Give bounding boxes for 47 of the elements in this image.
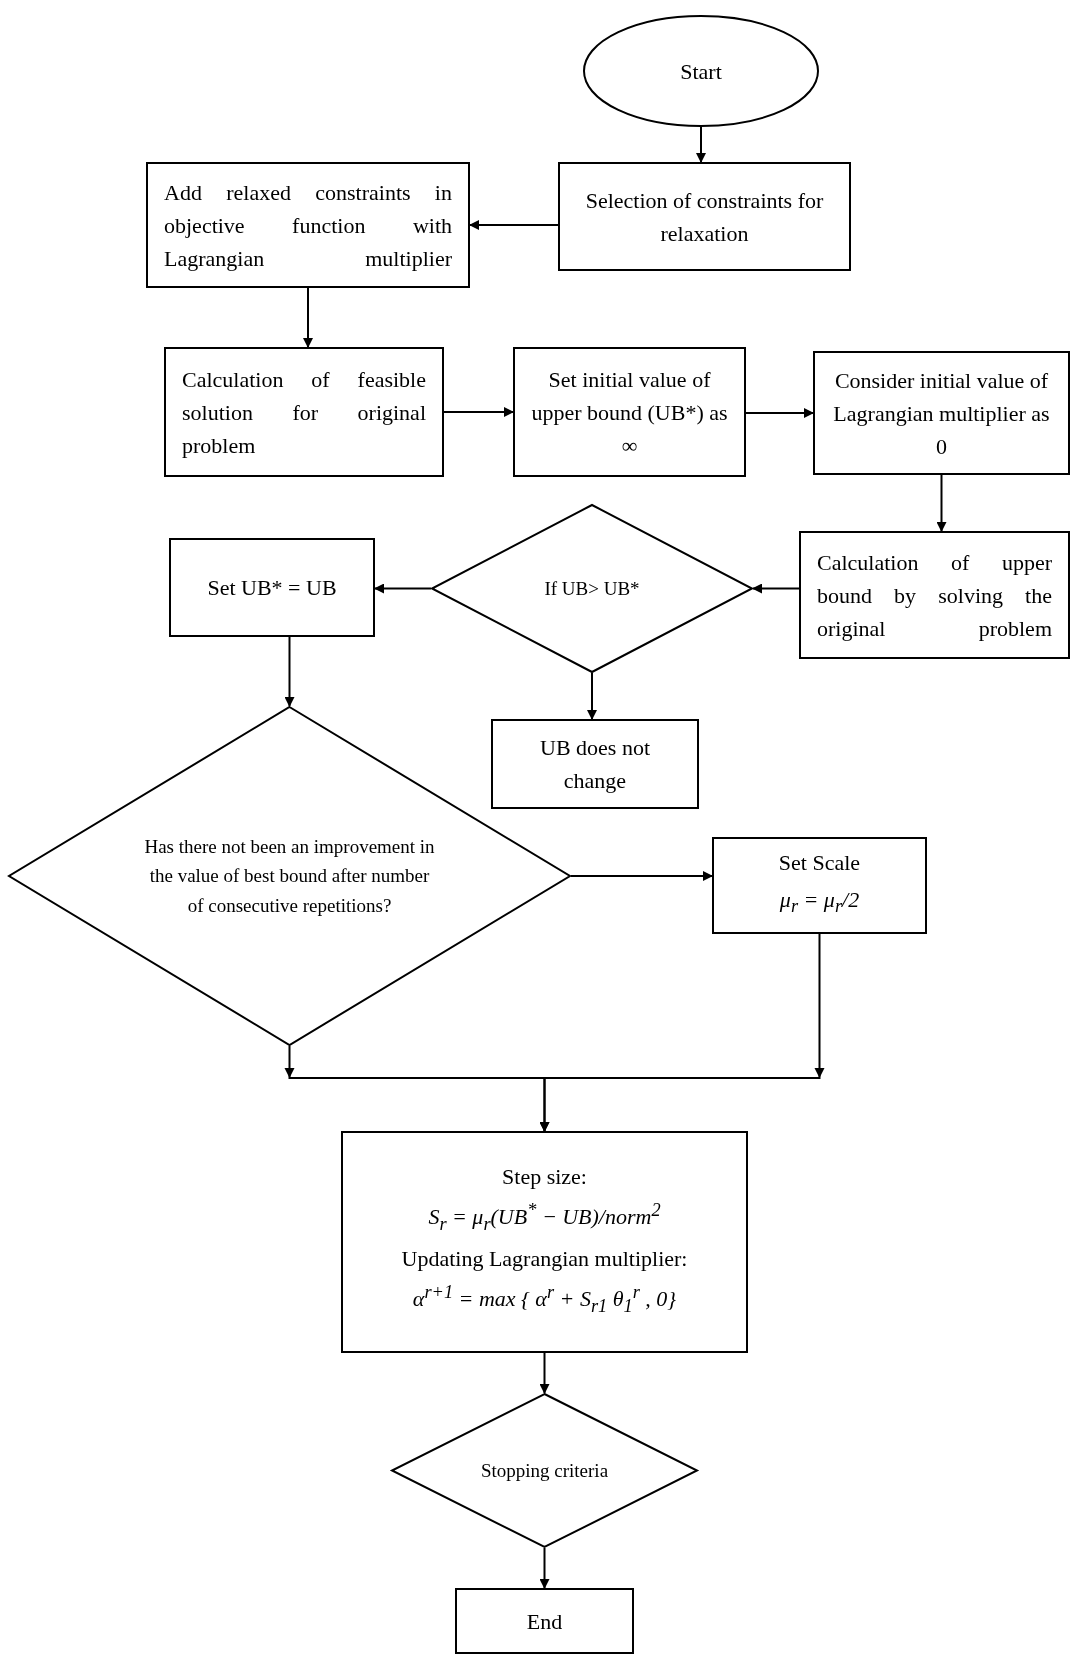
arrow [745,408,814,418]
arrow [539,1547,550,1589]
process-box [813,351,1070,475]
arrow [539,933,821,1132]
arrow [936,474,947,532]
arrow [284,636,295,707]
arrow [469,220,559,230]
node-text: Consider initial value of Lagrangian multiplier as 0 [832,366,1051,461]
process-box [341,1131,748,1353]
decision-diamond [391,1393,698,1548]
process-box [491,719,699,809]
arrow [443,407,514,417]
node-text: Stopping criteria [479,1458,610,1483]
arrow [570,871,713,881]
node-text: Start [679,57,723,86]
process-box [169,538,375,637]
node-text: Set initial value of upper bound (UB*) as ∞ [531,365,728,460]
formula-text: μ$_{r}$ = μ$_{r}$/2 [778,886,861,919]
node-text: Has there not been an improvement in the value of best bound after number of consecutive repetitions? [143,834,436,918]
arrow [696,126,706,163]
process-box [164,347,444,477]
node-text: If UB> UB* [543,576,641,601]
node-text: UB does not change [539,734,651,795]
process-box [712,837,927,934]
arrow [374,583,432,594]
node-text: End [525,1607,564,1636]
process-box [455,1588,634,1654]
formula-text: S$_{r}$ = μ$_{r}$(UB$^{*}$ − UB)/norm$^{2}$ [427,1198,662,1236]
node-text: Updating Lagrangian multiplier: [400,1245,689,1273]
node-text: Selection of constraints for relaxation [584,186,825,248]
process-box [146,162,470,288]
arrow [539,1352,550,1394]
arrow [752,583,800,594]
node-text: Calculation of upper bound by solving the original problem [817,548,1052,643]
formula-text: α$^{r+1}$ = max { α$^{r}$ + S$_{r1}$ θ$_{1}$$^{r}$ , 0} [411,1281,678,1318]
node-text: Calculation of feasible solution for original problem [182,365,426,460]
process-box [513,347,746,477]
node-text: Set UB* = UB [206,574,338,602]
node-text: Step size: [501,1162,588,1191]
terminal-ellipse [583,15,819,127]
node-text: Set Scale [777,849,862,878]
process-box [558,162,851,271]
arrow [303,287,313,348]
decision-diamond [431,504,753,673]
node-text: Add relaxed constraints in objective function with Lagrangian multiplier [164,178,452,273]
process-box [799,531,1070,659]
arrow [587,672,597,720]
